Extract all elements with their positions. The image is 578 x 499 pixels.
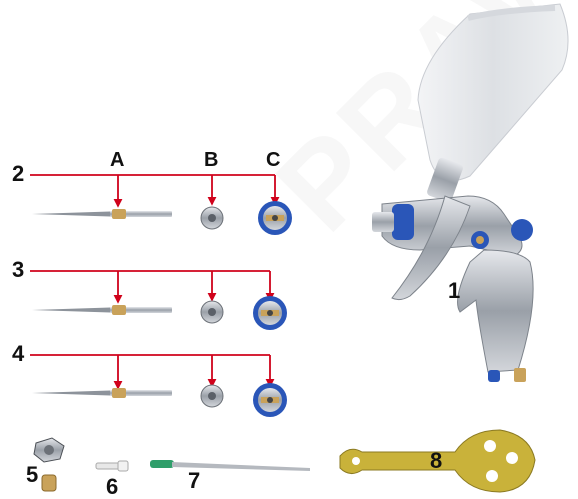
nozzle-row-2 — [200, 206, 224, 230]
row-4-connector — [30, 354, 275, 390]
label-3: 3 — [12, 257, 25, 282]
needle-row-3 — [32, 305, 172, 315]
brass-fitting — [41, 474, 57, 492]
label-1: 1 — [448, 278, 461, 303]
needle-row-2 — [32, 209, 172, 219]
air-cap-row-4 — [253, 383, 287, 417]
wrench — [339, 429, 536, 493]
spray-gun — [372, 3, 569, 382]
air-cap-row-3 — [253, 296, 287, 330]
column-b-label: B — [204, 149, 219, 171]
needle-row-4 — [32, 388, 172, 398]
column-a-label: A — [110, 149, 125, 171]
label-6: 6 — [106, 474, 119, 499]
label-5: 5 — [26, 462, 39, 487]
label-7: 7 — [188, 468, 201, 493]
column-c-label: C — [266, 149, 281, 171]
filter — [95, 460, 129, 472]
row-3-connector — [30, 270, 275, 304]
adapter-nut — [33, 437, 65, 463]
nozzle-row-4 — [200, 384, 224, 408]
cleaning-brush — [150, 460, 310, 471]
row-2-connector — [30, 174, 280, 208]
nozzle-row-3 — [200, 300, 224, 324]
label-2: 2 — [12, 161, 25, 186]
air-cap-row-2 — [258, 201, 292, 235]
label-8: 8 — [430, 448, 443, 473]
label-4: 4 — [12, 341, 25, 366]
